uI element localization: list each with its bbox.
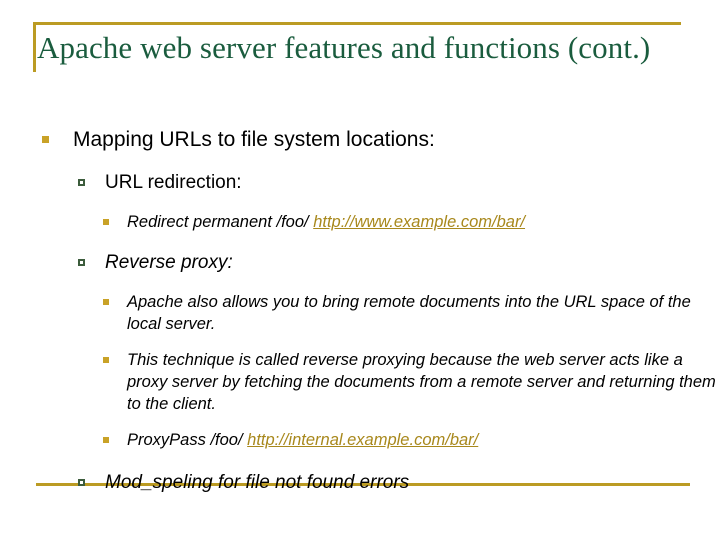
slide-body: Mapping URLs to file system locations: U… [0,127,720,499]
bullet-item-level3-reverse-proxying-explanation: This technique is called reverse proxyin… [0,349,720,415]
slide-title: Apache web server features and functions… [37,30,651,65]
bullet-label-mapping-urls: Mapping URLs to file system locations: [73,128,435,151]
bullet-item-level3-redirect-directive: Redirect permanent /foo/ http://www.exam… [0,211,720,233]
spacer [0,159,720,171]
small-square-bullet-icon [103,357,109,363]
directive-text: ProxyPass /foo/ [127,431,248,449]
bullet-item-level2-reverse-proxy: Reverse proxy: [0,251,720,275]
spacer [0,235,720,251]
small-square-bullet-icon [103,299,109,305]
spacer [0,199,720,211]
square-bullet-icon [42,136,49,143]
bullet-label-reverse-proxy: Reverse proxy: [105,252,233,273]
bullet-item-level3-remote-documents: Apache also allows you to bring remote d… [0,291,720,335]
bullet-text-redirect-directive: Redirect permanent /foo/ http://www.exam… [127,211,720,233]
small-square-bullet-icon [103,219,109,225]
hyperlink-example-bar[interactable]: http://www.example.com/bar/ [313,213,526,231]
spacer [0,337,720,349]
bullet-text-reverse-proxying-explanation: This technique is called reverse proxyin… [127,351,716,413]
spacer [0,453,720,471]
hollow-square-bullet-icon [78,479,85,486]
title-top-rule [33,22,681,25]
bullet-item-level1: Mapping URLs to file system locations: [0,127,720,153]
bullet-item-level2-url-redirection: URL redirection: [0,171,720,195]
spacer [0,417,720,429]
hollow-square-bullet-icon [78,259,85,266]
hollow-square-bullet-icon [78,179,85,186]
footer-rule [36,483,690,486]
bullet-item-level3-proxypass-directive: ProxyPass /foo/ http://internal.example.… [0,429,720,451]
hyperlink-internal-example-bar[interactable]: http://internal.example.com/bar/ [247,431,479,449]
spacer [0,279,720,291]
bullet-label-url-redirection: URL redirection: [105,172,242,193]
bullet-text-remote-documents: Apache also allows you to bring remote d… [127,293,691,333]
small-square-bullet-icon [103,437,109,443]
bullet-label-mod-speling: Mod_speling for file not found errors [105,472,410,493]
directive-text: Redirect permanent /foo/ [127,213,314,231]
bullet-item-level2-mod-speling: Mod_speling for file not found errors [0,471,720,495]
title-left-rule [33,22,36,72]
bullet-text-proxypass-directive: ProxyPass /foo/ http://internal.example.… [127,429,720,451]
